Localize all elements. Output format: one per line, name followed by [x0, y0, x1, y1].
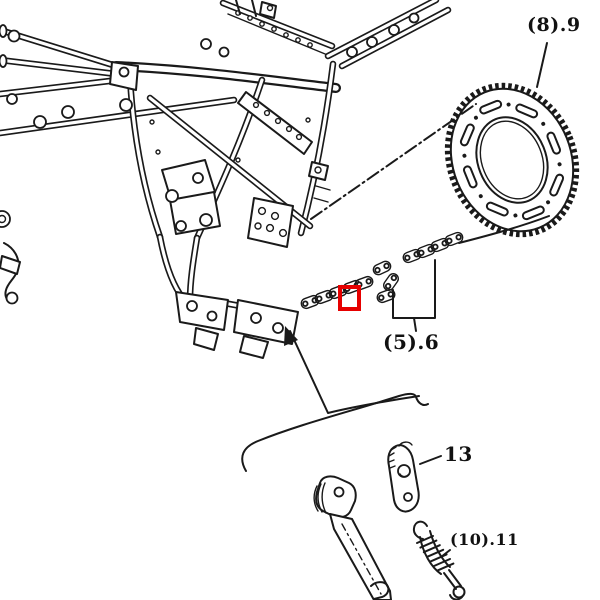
side-stand-spring-drawing — [412, 520, 466, 600]
sprocket-part-label: (8).9 — [527, 14, 581, 36]
rear-sprocket-drawing — [444, 82, 580, 238]
spring-label-leader — [440, 549, 451, 558]
sprocket-label-leader — [536, 42, 548, 88]
drive-chain-drawing — [300, 231, 464, 310]
spring-part-label: (10).11 — [450, 530, 519, 549]
group-bracket-curve — [241, 392, 429, 472]
chain-centerline — [310, 103, 477, 220]
side-stand-bracket-drawing — [387, 441, 420, 513]
left-edge-fasteners — [0, 210, 21, 305]
sprocket-slots — [459, 99, 565, 221]
chain-label-bracket — [392, 259, 436, 332]
chain-wrap-arc — [458, 215, 550, 244]
bracket-part-label: 13 — [444, 442, 473, 466]
sprocket-bolt-dots — [462, 102, 562, 218]
target-highlight-box[interactable] — [338, 285, 361, 311]
bracket-label-leader — [419, 455, 442, 465]
master-link — [372, 260, 399, 304]
frame-assembly — [0, 0, 452, 359]
side-stand-drawing — [313, 475, 392, 600]
chain-part-label: (5).6 — [383, 330, 440, 354]
